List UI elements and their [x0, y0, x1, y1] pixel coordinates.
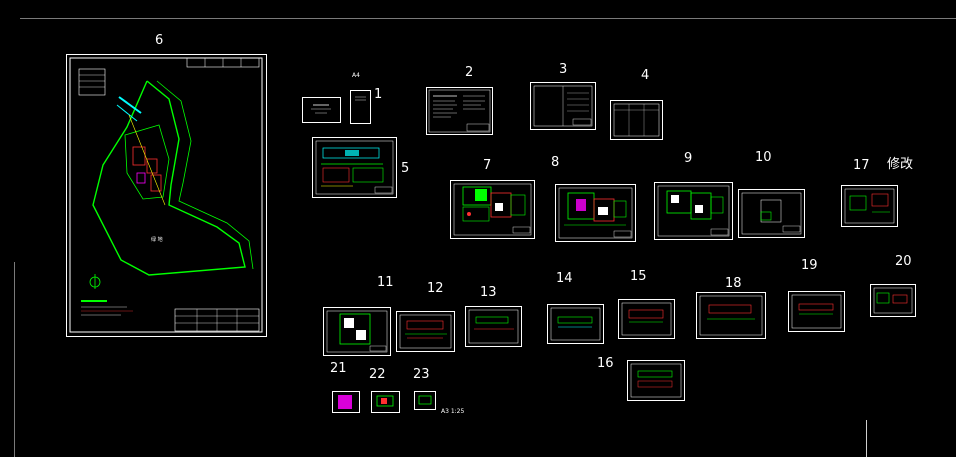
sheet-18-number: 18: [725, 276, 742, 291]
sheet-2-notes[interactable]: [426, 87, 493, 135]
sheet-14-section[interactable]: [547, 304, 604, 344]
sheet-12-number: 12: [427, 281, 444, 296]
sheet-15-section[interactable]: [618, 299, 675, 339]
detail-22-drawing: [376, 395, 394, 407]
svg-text:绿 地: 绿 地: [151, 236, 163, 243]
index-drawing: [533, 85, 593, 127]
sheet-21-number: 21: [330, 361, 347, 376]
elevation-drawing: [315, 140, 394, 195]
sheet-6-number: 6: [155, 33, 164, 48]
revision-note: 修改: [887, 157, 914, 172]
elevation-13-drawing: [468, 309, 519, 344]
detail-21-drawing: [338, 395, 352, 409]
sheet-7-floor-plan[interactable]: [450, 180, 535, 239]
sheet-13-elevation[interactable]: [465, 306, 522, 347]
sheet-16-number: 16: [597, 356, 614, 371]
sheet-1b-page[interactable]: [350, 90, 371, 124]
sheet-19-number: 19: [801, 258, 818, 273]
page-drawing: [355, 96, 366, 101]
detail-23-drawing: [418, 395, 432, 405]
plan-11-drawing: [326, 310, 388, 353]
sheet-20-number: 20: [895, 254, 912, 269]
sheet-22-detail[interactable]: [371, 391, 400, 413]
a4-tag: A4: [352, 72, 360, 79]
floor-plan-8-drawing: [558, 187, 633, 239]
sheet-3-index[interactable]: [530, 82, 596, 130]
section-15-drawing: [621, 302, 672, 336]
a3-scale-tag: A3 1:25: [441, 408, 465, 415]
notes-drawing: [428, 89, 491, 133]
sheet-21-detail[interactable]: [332, 391, 360, 413]
sheet-5-elevation[interactable]: [312, 137, 397, 198]
sheet-11-plan[interactable]: [323, 307, 391, 356]
sheet-12-elevation[interactable]: [396, 311, 455, 352]
sheet-10-number: 10: [755, 150, 772, 165]
drawing-limit-left: [14, 262, 15, 457]
sheet-4-schedule[interactable]: [610, 100, 663, 140]
sheet-13-number: 13: [480, 285, 497, 300]
sheet-9-floor-plan[interactable]: [654, 182, 733, 240]
sheet-18-elevation[interactable]: [696, 292, 766, 339]
sheet-23-number: 23: [413, 367, 430, 382]
detail-17-drawing: [844, 188, 895, 224]
sheet-16-section[interactable]: [627, 360, 685, 401]
sheet-14-number: 14: [556, 271, 573, 286]
elevation-18-drawing: [699, 295, 763, 336]
ucs-marker: [866, 420, 867, 457]
sheet-1a-cover[interactable]: [302, 97, 341, 123]
sheet-17-detail[interactable]: [841, 185, 898, 227]
sheet-8-floor-plan[interactable]: [555, 184, 636, 242]
schedule-drawing: [613, 103, 660, 137]
section-16-drawing: [630, 363, 682, 398]
sheet-1-number: 1: [374, 87, 383, 102]
site-plan-drawing: 绿 地: [69, 57, 263, 333]
sheet-7-number: 7: [483, 158, 492, 173]
sheet-15-number: 15: [630, 269, 647, 284]
sheet-17-number: 17: [853, 158, 870, 173]
elevation-12-drawing: [399, 314, 452, 349]
section-14-drawing: [550, 307, 601, 341]
sheet-2-number: 2: [465, 65, 474, 80]
sheet-5-number: 5: [401, 161, 410, 176]
floor-plan-7-drawing: [453, 183, 532, 236]
sheet-3-number: 3: [559, 62, 568, 77]
sheet-4-number: 4: [641, 68, 650, 83]
sheet-11-number: 11: [377, 275, 394, 290]
sheet-23-detail[interactable]: [414, 391, 436, 410]
sheet-19-elevation[interactable]: [788, 291, 845, 332]
sheet-8-number: 8: [551, 155, 560, 170]
roof-plan-drawing: [741, 192, 802, 235]
sheet-6-site-plan[interactable]: 绿 地: [66, 54, 267, 337]
drawing-limit-top: [20, 18, 956, 19]
detail-20-drawing: [873, 287, 913, 314]
sheet-9-number: 9: [684, 151, 693, 166]
floor-plan-9-drawing: [657, 185, 730, 237]
sheet-10-roof-plan[interactable]: [738, 189, 805, 238]
elevation-19-drawing: [791, 294, 842, 329]
cover-drawing: [311, 104, 331, 114]
sheet-22-number: 22: [369, 367, 386, 382]
sheet-20-detail[interactable]: [870, 284, 916, 317]
